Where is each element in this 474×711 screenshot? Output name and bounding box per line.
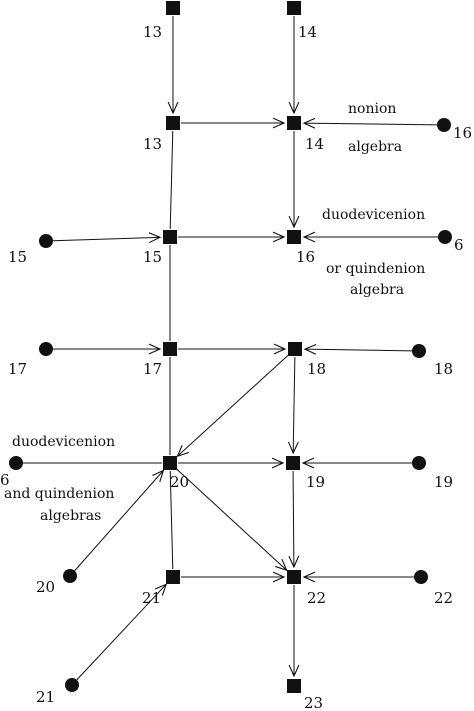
arrowhead-sq21-sq22 xyxy=(272,571,286,583)
node-square-sq13top xyxy=(166,1,180,15)
arrowhead-c17-sq17 xyxy=(148,343,162,355)
node-label-sq13: 13 xyxy=(143,135,162,153)
node-label-c19: 19 xyxy=(434,473,453,491)
node-square-sq19 xyxy=(286,456,300,470)
node-square-sq15 xyxy=(163,230,177,244)
annotations: nonion algebra duodevicenion or quindeni… xyxy=(4,101,425,524)
edge-sq18-sq19 xyxy=(292,356,296,454)
node-circle-c6a xyxy=(438,230,452,244)
node-circle-c21 xyxy=(65,678,79,692)
arrowhead-sq18-sq20 xyxy=(176,445,189,458)
node-label-sq20: 20 xyxy=(170,473,189,491)
edge-c18-sq18 xyxy=(304,348,413,352)
annotation-duodevicenion-1-line1: duodevicenion xyxy=(322,207,425,223)
node-label-c6b: 6 xyxy=(0,471,10,489)
node-label-sq16: 16 xyxy=(296,248,315,266)
node-label-sq22: 22 xyxy=(307,589,326,607)
arrowhead-c22-sq22 xyxy=(302,571,316,583)
arrowhead-sq13-sq14 xyxy=(272,117,286,129)
node-label-sq14: 14 xyxy=(305,135,324,153)
node-label-c22: 22 xyxy=(434,589,453,607)
node-square-sq22 xyxy=(287,570,301,584)
node-square-sq18 xyxy=(288,342,302,356)
node-label-sq18: 18 xyxy=(307,360,326,378)
arrowhead-sq14top-sq14 xyxy=(288,101,300,115)
arrowhead-sq18-sq19 xyxy=(287,441,299,455)
arrowhead-sq17-sq18 xyxy=(273,343,287,355)
edge-sq18-sq20 xyxy=(177,354,290,457)
node-label-c15: 15 xyxy=(8,248,27,266)
edges-layer xyxy=(23,16,438,681)
node-circle-c20 xyxy=(63,569,77,583)
arrowhead-sq22-sq23 xyxy=(288,664,300,678)
node-label-c6a: 6 xyxy=(454,236,464,254)
arrowhead-c19-sq19 xyxy=(301,457,315,469)
node-label-c20: 20 xyxy=(36,578,55,596)
arrowhead-sq13top-sq13 xyxy=(167,101,179,115)
annotation-duodevicenion-2-line1: duodevicenion xyxy=(12,434,115,450)
node-label-sq17: 17 xyxy=(143,360,162,378)
edge-c15-sq15 xyxy=(52,236,161,242)
node-label-c16: 16 xyxy=(453,124,472,142)
node-square-sq20 xyxy=(163,456,177,470)
arrowhead-c16-sq14 xyxy=(302,117,316,129)
node-circle-c15 xyxy=(39,234,53,248)
node-circle-c6b xyxy=(9,456,23,470)
arrowhead-sq19-sq22 xyxy=(288,555,300,569)
node-circle-c19 xyxy=(412,456,426,470)
node-label-sq14top: 14 xyxy=(298,23,317,41)
node-square-sq13 xyxy=(166,116,180,130)
arrowhead-sq14-sq16 xyxy=(288,215,300,229)
arrowhead-sq20-sq19 xyxy=(271,457,285,469)
node-square-sq21 xyxy=(166,570,180,584)
edge-c21-sq21 xyxy=(76,583,167,681)
annotation-nonion-line1: nonion xyxy=(348,101,396,117)
edge-sq19-sq22 xyxy=(292,470,295,568)
annotation-duodevicenion-1-line2: or quindenion xyxy=(326,261,425,277)
node-label-c21: 21 xyxy=(36,688,55,706)
edge-c16-sq14 xyxy=(303,122,438,126)
node-circle-c18 xyxy=(412,344,426,358)
node-square-sq17 xyxy=(163,342,177,356)
edge-sq20-sq21 xyxy=(169,470,174,570)
nodes-layer xyxy=(9,1,452,693)
arrowhead-c20-sq20 xyxy=(152,469,165,483)
node-circle-c16 xyxy=(437,118,451,132)
annotation-duodevicenion-2-line3: algebras xyxy=(40,508,101,524)
node-label-sq19: 19 xyxy=(306,473,325,491)
arrowhead-sq15-sq16 xyxy=(272,231,286,243)
edge-c20-sq20 xyxy=(74,470,164,572)
annotation-duodevicenion-2-line2: and quindenion xyxy=(4,486,114,502)
node-label-sq23: 23 xyxy=(304,694,323,711)
node-label-sq15: 15 xyxy=(143,248,162,266)
node-square-sq14 xyxy=(287,116,301,130)
node-label-c17: 17 xyxy=(8,360,27,378)
node-circle-c17 xyxy=(39,342,53,356)
arrowhead-c18-sq18 xyxy=(303,343,317,355)
annotation-nonion-line2: algebra xyxy=(348,139,402,155)
node-square-sq23 xyxy=(287,679,301,693)
annotation-duodevicenion-1-line3: algebra xyxy=(350,282,404,298)
arrowhead-c15-sq15 xyxy=(148,232,162,244)
labels-layer: 13 14 13 14 16 15 16 15 6 17 18 17 18 20 19 6 19 20 21 22 22… xyxy=(0,23,472,711)
node-label-c18: 18 xyxy=(434,360,453,378)
node-square-sq14top xyxy=(287,1,301,15)
arrowhead-c6a-sq16 xyxy=(302,231,316,243)
node-square-sq16 xyxy=(287,230,301,244)
edge-sq20-sq22 xyxy=(175,468,287,571)
node-circle-c22 xyxy=(414,570,428,584)
arrowhead-c21-sq21 xyxy=(154,583,168,596)
edge-sq13-sq15 xyxy=(169,130,174,230)
node-label-sq21: 21 xyxy=(142,589,161,607)
node-label-sq13top: 13 xyxy=(143,23,162,41)
arrowhead-sq20-sq22 xyxy=(275,558,288,572)
